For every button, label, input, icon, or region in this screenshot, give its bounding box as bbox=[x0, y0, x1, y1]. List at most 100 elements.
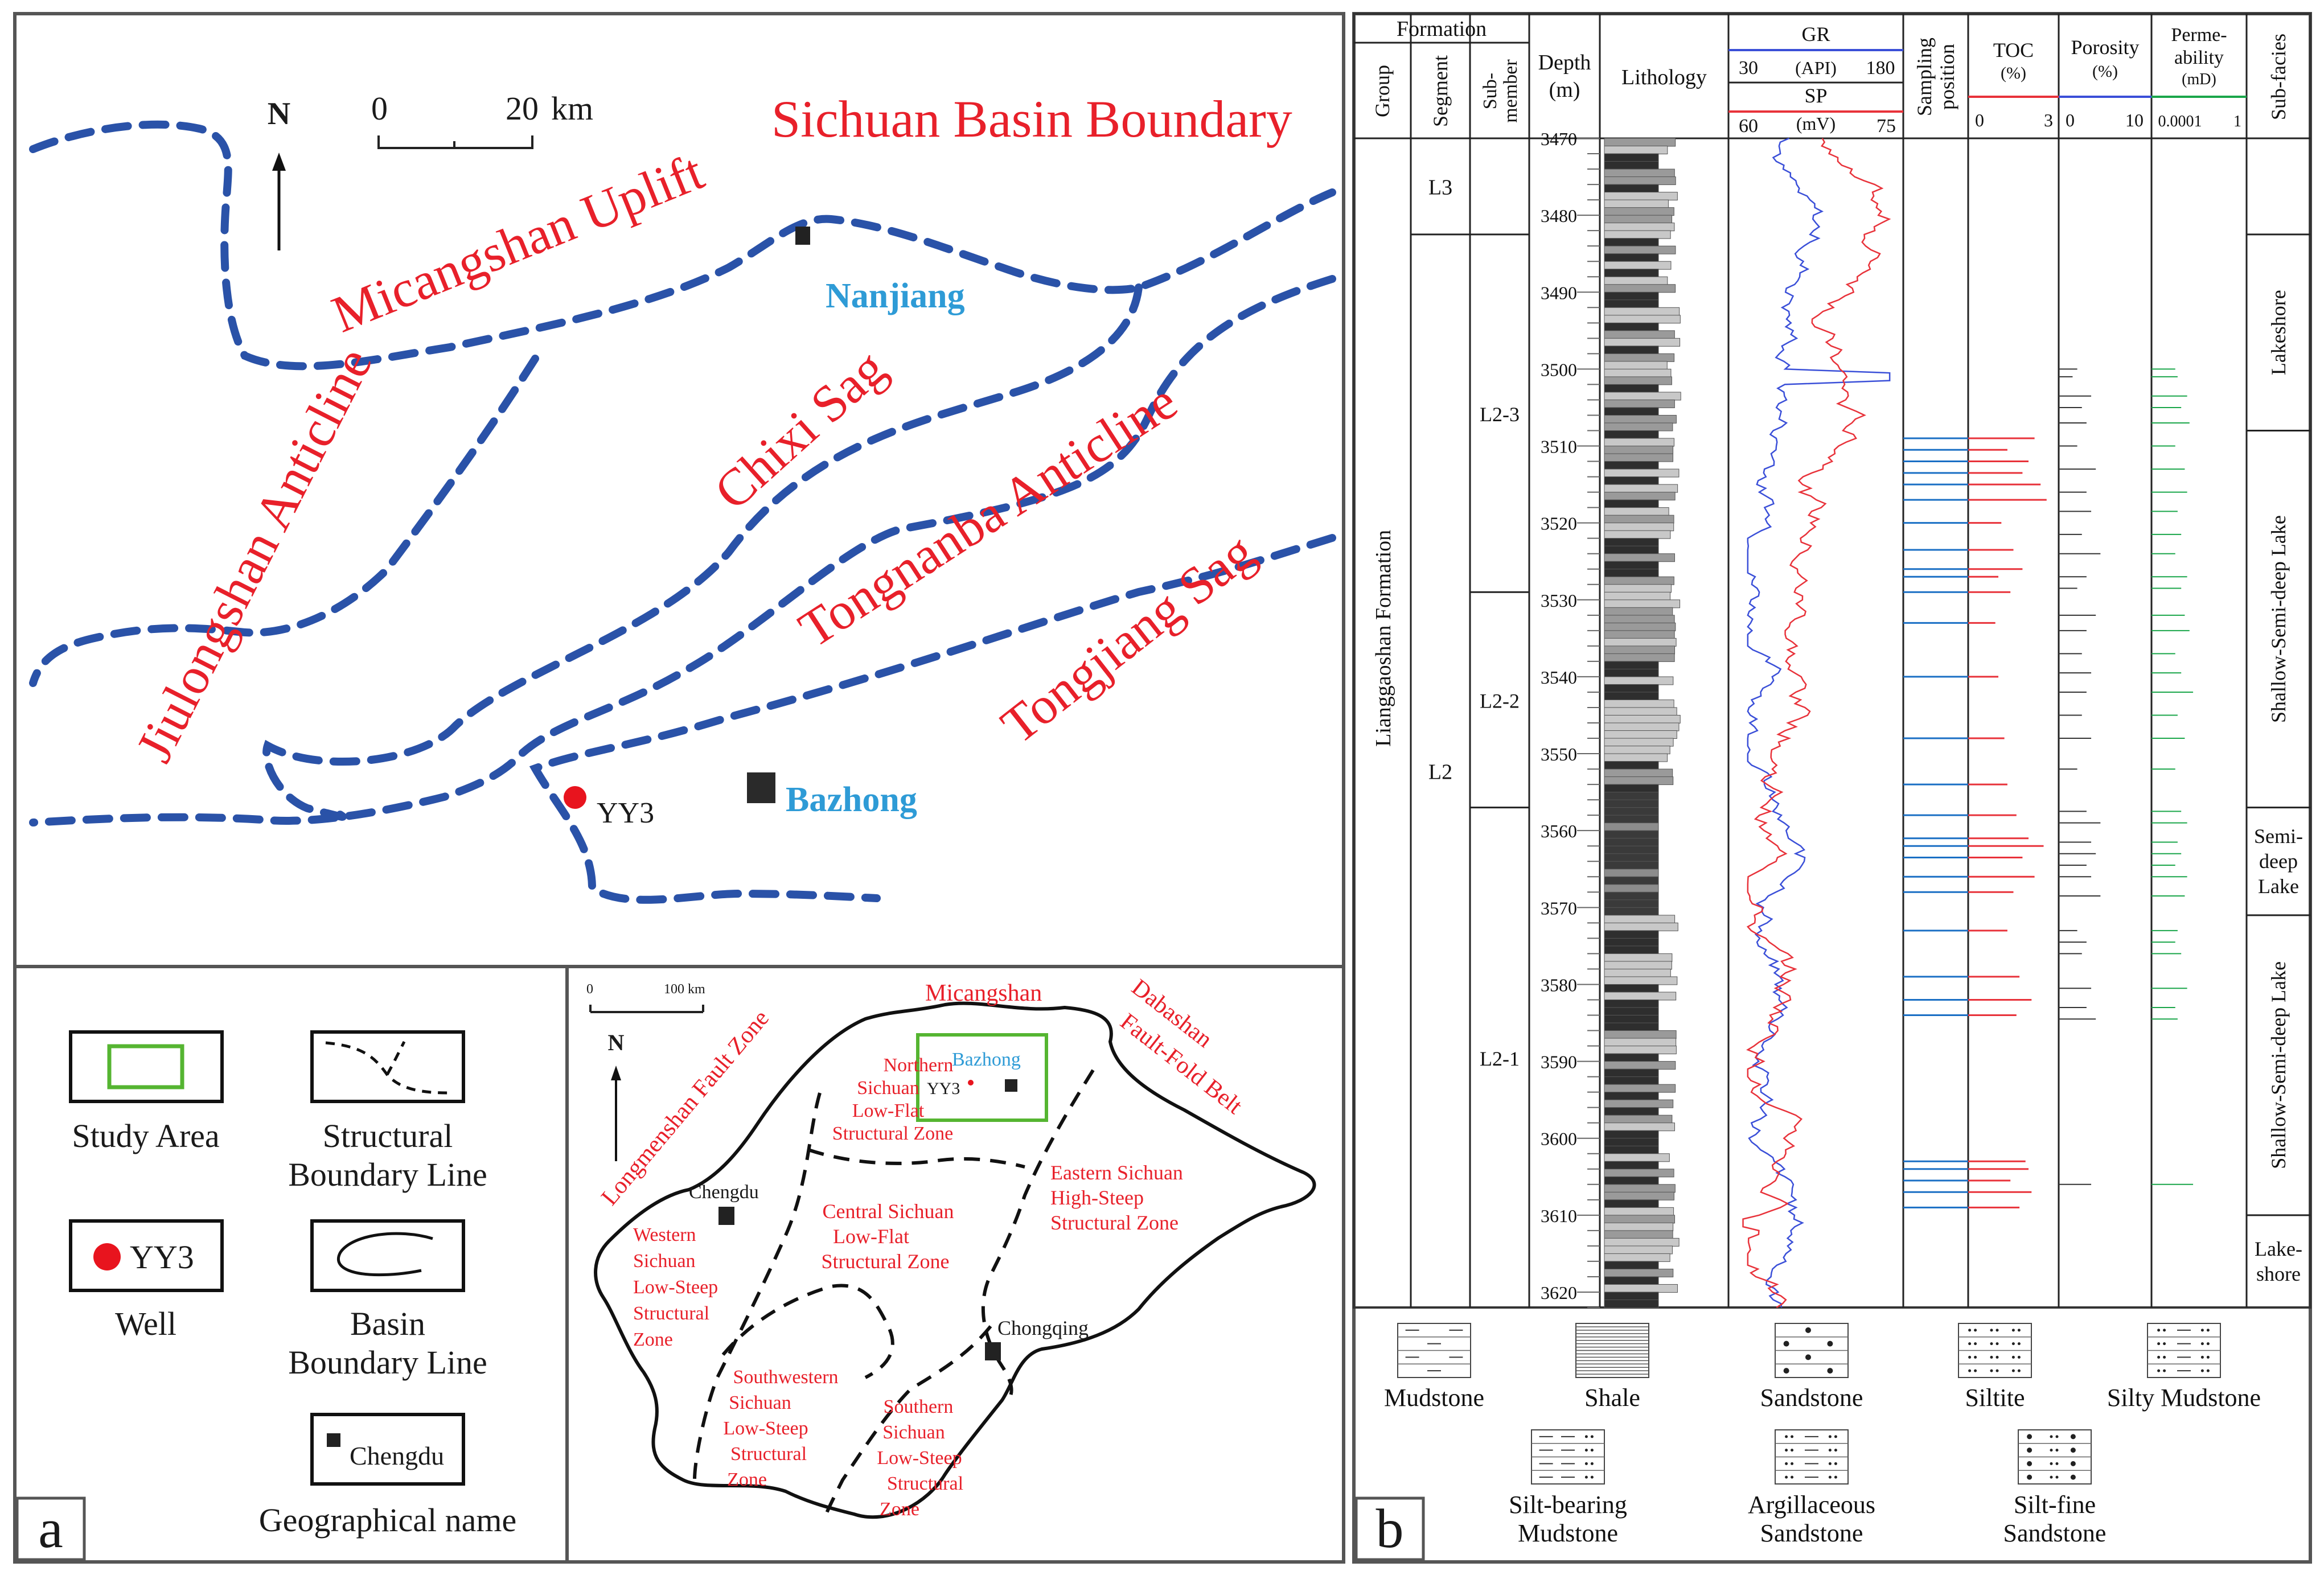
lithology-bed bbox=[1604, 338, 1681, 347]
lithology-bed bbox=[1604, 1230, 1673, 1239]
lithology-bed bbox=[1604, 407, 1659, 416]
lithology-bed bbox=[1604, 322, 1659, 331]
lithology-bed bbox=[1604, 430, 1659, 439]
svg-text:Structural Zone: Structural Zone bbox=[822, 1250, 950, 1273]
lithology-bed bbox=[1604, 523, 1674, 532]
lithology-bed bbox=[1604, 207, 1674, 216]
legend-swatch-dot bbox=[1834, 1475, 1837, 1479]
header-perm-1: Perme- bbox=[2171, 24, 2227, 46]
lithology-bed bbox=[1604, 238, 1659, 247]
legend-label: Silt-bearing bbox=[1509, 1491, 1627, 1519]
lithology-bed bbox=[1604, 792, 1659, 801]
porosity-max: 10 bbox=[2125, 110, 2144, 130]
inset-study-area bbox=[916, 1033, 1048, 1122]
inset-map: 0 100 km N Bazhong YY3 Micangshan Longme… bbox=[586, 974, 1316, 1520]
legend-swatch-dot bbox=[1590, 1475, 1594, 1479]
north-arrow: N bbox=[268, 96, 290, 250]
legend-swatch-dot bbox=[2055, 1462, 2059, 1465]
segment-label: L3 bbox=[1428, 175, 1452, 199]
lithology-bed bbox=[1604, 269, 1659, 278]
lithology-bed bbox=[1604, 1122, 1675, 1132]
depth-label: 3560 bbox=[1541, 821, 1577, 841]
legend-swatch-dot bbox=[1783, 1368, 1789, 1374]
lithology-bed bbox=[1604, 414, 1677, 423]
lithology-bed bbox=[1604, 1261, 1659, 1270]
label-tongjiang: Tongjiang Sag bbox=[991, 522, 1266, 754]
lithology-bed bbox=[1604, 530, 1671, 539]
legend-swatch-dot bbox=[2163, 1369, 2166, 1372]
lithology-bed bbox=[1604, 799, 1659, 808]
lithology-bed bbox=[1604, 1084, 1676, 1093]
svg-text:Sichuan: Sichuan bbox=[729, 1392, 791, 1413]
depth-label: 3580 bbox=[1541, 974, 1577, 995]
lithology-bed bbox=[1604, 1207, 1674, 1216]
sp-curve bbox=[1742, 138, 1891, 1309]
header-toc: TOC bbox=[1993, 39, 2034, 61]
legend-swatch-dot bbox=[2017, 1355, 2021, 1359]
lithology-bed bbox=[1604, 899, 1659, 908]
legend-swatch-dot bbox=[1785, 1449, 1788, 1452]
lithology-bed bbox=[1604, 684, 1659, 693]
legend-swatch-dot bbox=[1974, 1342, 1977, 1346]
lithology-bed bbox=[1604, 1046, 1677, 1055]
svg-text:Low-Steep: Low-Steep bbox=[877, 1448, 962, 1469]
legend-label: Sandstone bbox=[1760, 1519, 1863, 1547]
svg-text:Structural: Structural bbox=[887, 1473, 963, 1494]
legend-swatch-dot bbox=[2055, 1449, 2059, 1452]
lithology-bed bbox=[1604, 284, 1676, 293]
header-submember-2: member bbox=[1500, 59, 1521, 123]
lithology-bed bbox=[1604, 1169, 1674, 1178]
header-formation: Formation bbox=[1397, 17, 1487, 41]
svg-text:Sichuan: Sichuan bbox=[633, 1251, 696, 1272]
legend-swatch-dot bbox=[1584, 1435, 1588, 1438]
header-porosity-unit: (%) bbox=[2092, 62, 2118, 81]
lithology-bed bbox=[1604, 176, 1676, 186]
inset-yy3: YY3 bbox=[927, 1079, 960, 1098]
legend-swatch-dot bbox=[1791, 1475, 1794, 1479]
legend-swatch-dot bbox=[2206, 1329, 2210, 1332]
lithology-bed bbox=[1604, 653, 1675, 662]
panel-b-label-box bbox=[1354, 1496, 1425, 1561]
legend-swatch-dot bbox=[1968, 1342, 1972, 1346]
lithology-bed bbox=[1604, 584, 1672, 593]
lithology-bed bbox=[1604, 545, 1659, 554]
lithology-bed bbox=[1604, 299, 1659, 309]
lithology-bed bbox=[1604, 346, 1659, 355]
lithology-bed bbox=[1604, 499, 1659, 508]
depth-label: 3470 bbox=[1541, 129, 1577, 149]
lithology-bed bbox=[1604, 561, 1659, 570]
legend-label: Mudstone bbox=[1518, 1519, 1618, 1547]
legend-swatch-dot bbox=[1785, 1462, 1788, 1465]
legend-swatch-dot bbox=[2017, 1329, 2021, 1332]
lithology-bed bbox=[1604, 861, 1659, 870]
lithology-bed bbox=[1604, 915, 1676, 924]
legend-swatch-dot bbox=[1968, 1355, 1972, 1359]
lithology-bed bbox=[1604, 1276, 1659, 1285]
lithology-bed bbox=[1604, 1053, 1659, 1062]
header-segment: Segment bbox=[1429, 55, 1452, 127]
depth-label: 3540 bbox=[1541, 667, 1577, 688]
legend-swatch-dot bbox=[2055, 1475, 2059, 1479]
legend-swatch-dot bbox=[2200, 1342, 2204, 1346]
lithology-bed bbox=[1604, 891, 1659, 900]
lithology-bed bbox=[1604, 1237, 1680, 1247]
svg-text:Southwestern: Southwestern bbox=[733, 1367, 838, 1388]
lithology-bed bbox=[1604, 1284, 1678, 1293]
lithology-bed bbox=[1604, 376, 1672, 385]
label-chixi: Chixi Sag bbox=[703, 339, 897, 521]
lithology-bed bbox=[1604, 569, 1659, 578]
legend-swatch-dot bbox=[1828, 1435, 1832, 1438]
segment-label: L2 bbox=[1428, 760, 1452, 784]
lithology-bed bbox=[1604, 399, 1675, 408]
legend-swatch-dot bbox=[2157, 1369, 2161, 1372]
legend-swatch-dot bbox=[1785, 1435, 1788, 1438]
legend-swatch-dot bbox=[1584, 1462, 1588, 1465]
lithology-bed bbox=[1604, 853, 1659, 862]
lithology-bed bbox=[1604, 223, 1675, 232]
svg-text:Low-Flat: Low-Flat bbox=[833, 1225, 909, 1248]
svg-text:Structural Zone: Structural Zone bbox=[832, 1123, 953, 1144]
lithology-bed bbox=[1604, 784, 1659, 793]
header-depth-2: (m) bbox=[1549, 78, 1580, 102]
legend-swatch-dot bbox=[2157, 1342, 2161, 1346]
sp-max: 75 bbox=[1877, 116, 1896, 137]
